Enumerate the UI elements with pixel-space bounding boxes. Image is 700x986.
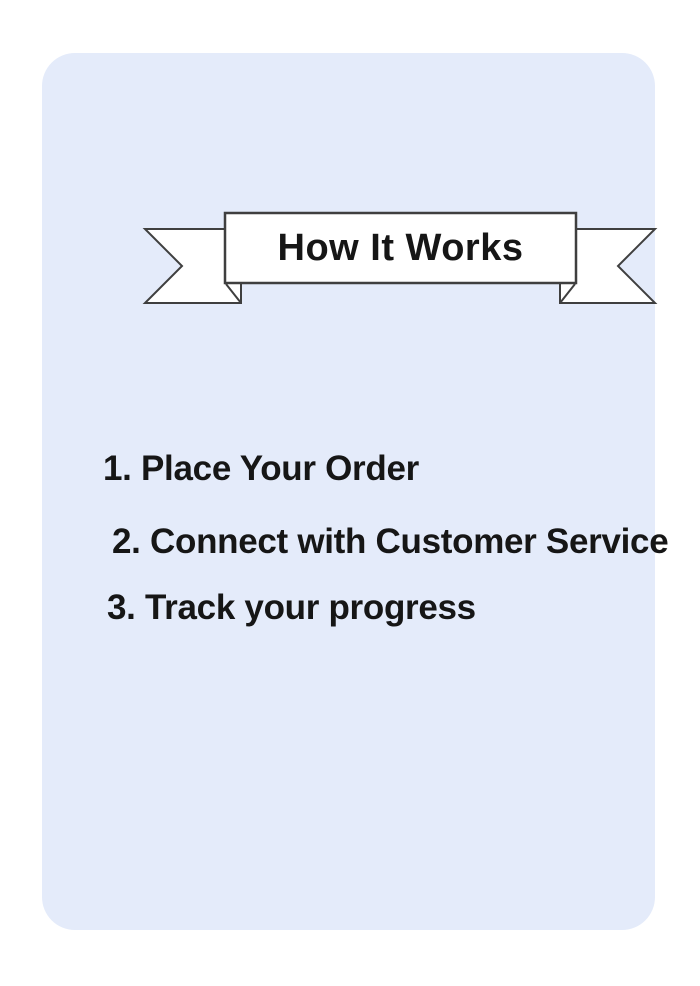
banner-title: How It Works	[277, 226, 524, 269]
content-card: How It Works 1. Place Your Order 2. Conn…	[42, 53, 669, 930]
ribbon-left-fold-icon	[225, 283, 242, 304]
ribbon-banner-graphic	[142, 211, 658, 304]
step-item-2: 2. Connect with Customer Service	[112, 522, 669, 561]
ribbon-center-panel	[223, 211, 578, 285]
ribbon-right-tail-icon	[559, 228, 658, 304]
step-item-1: 1. Place Your Order	[103, 449, 419, 488]
step-item-3: 3. Track your progress	[107, 588, 476, 627]
ribbon-left-tail-icon	[142, 228, 242, 304]
ribbon-right-fold-icon	[559, 283, 576, 304]
